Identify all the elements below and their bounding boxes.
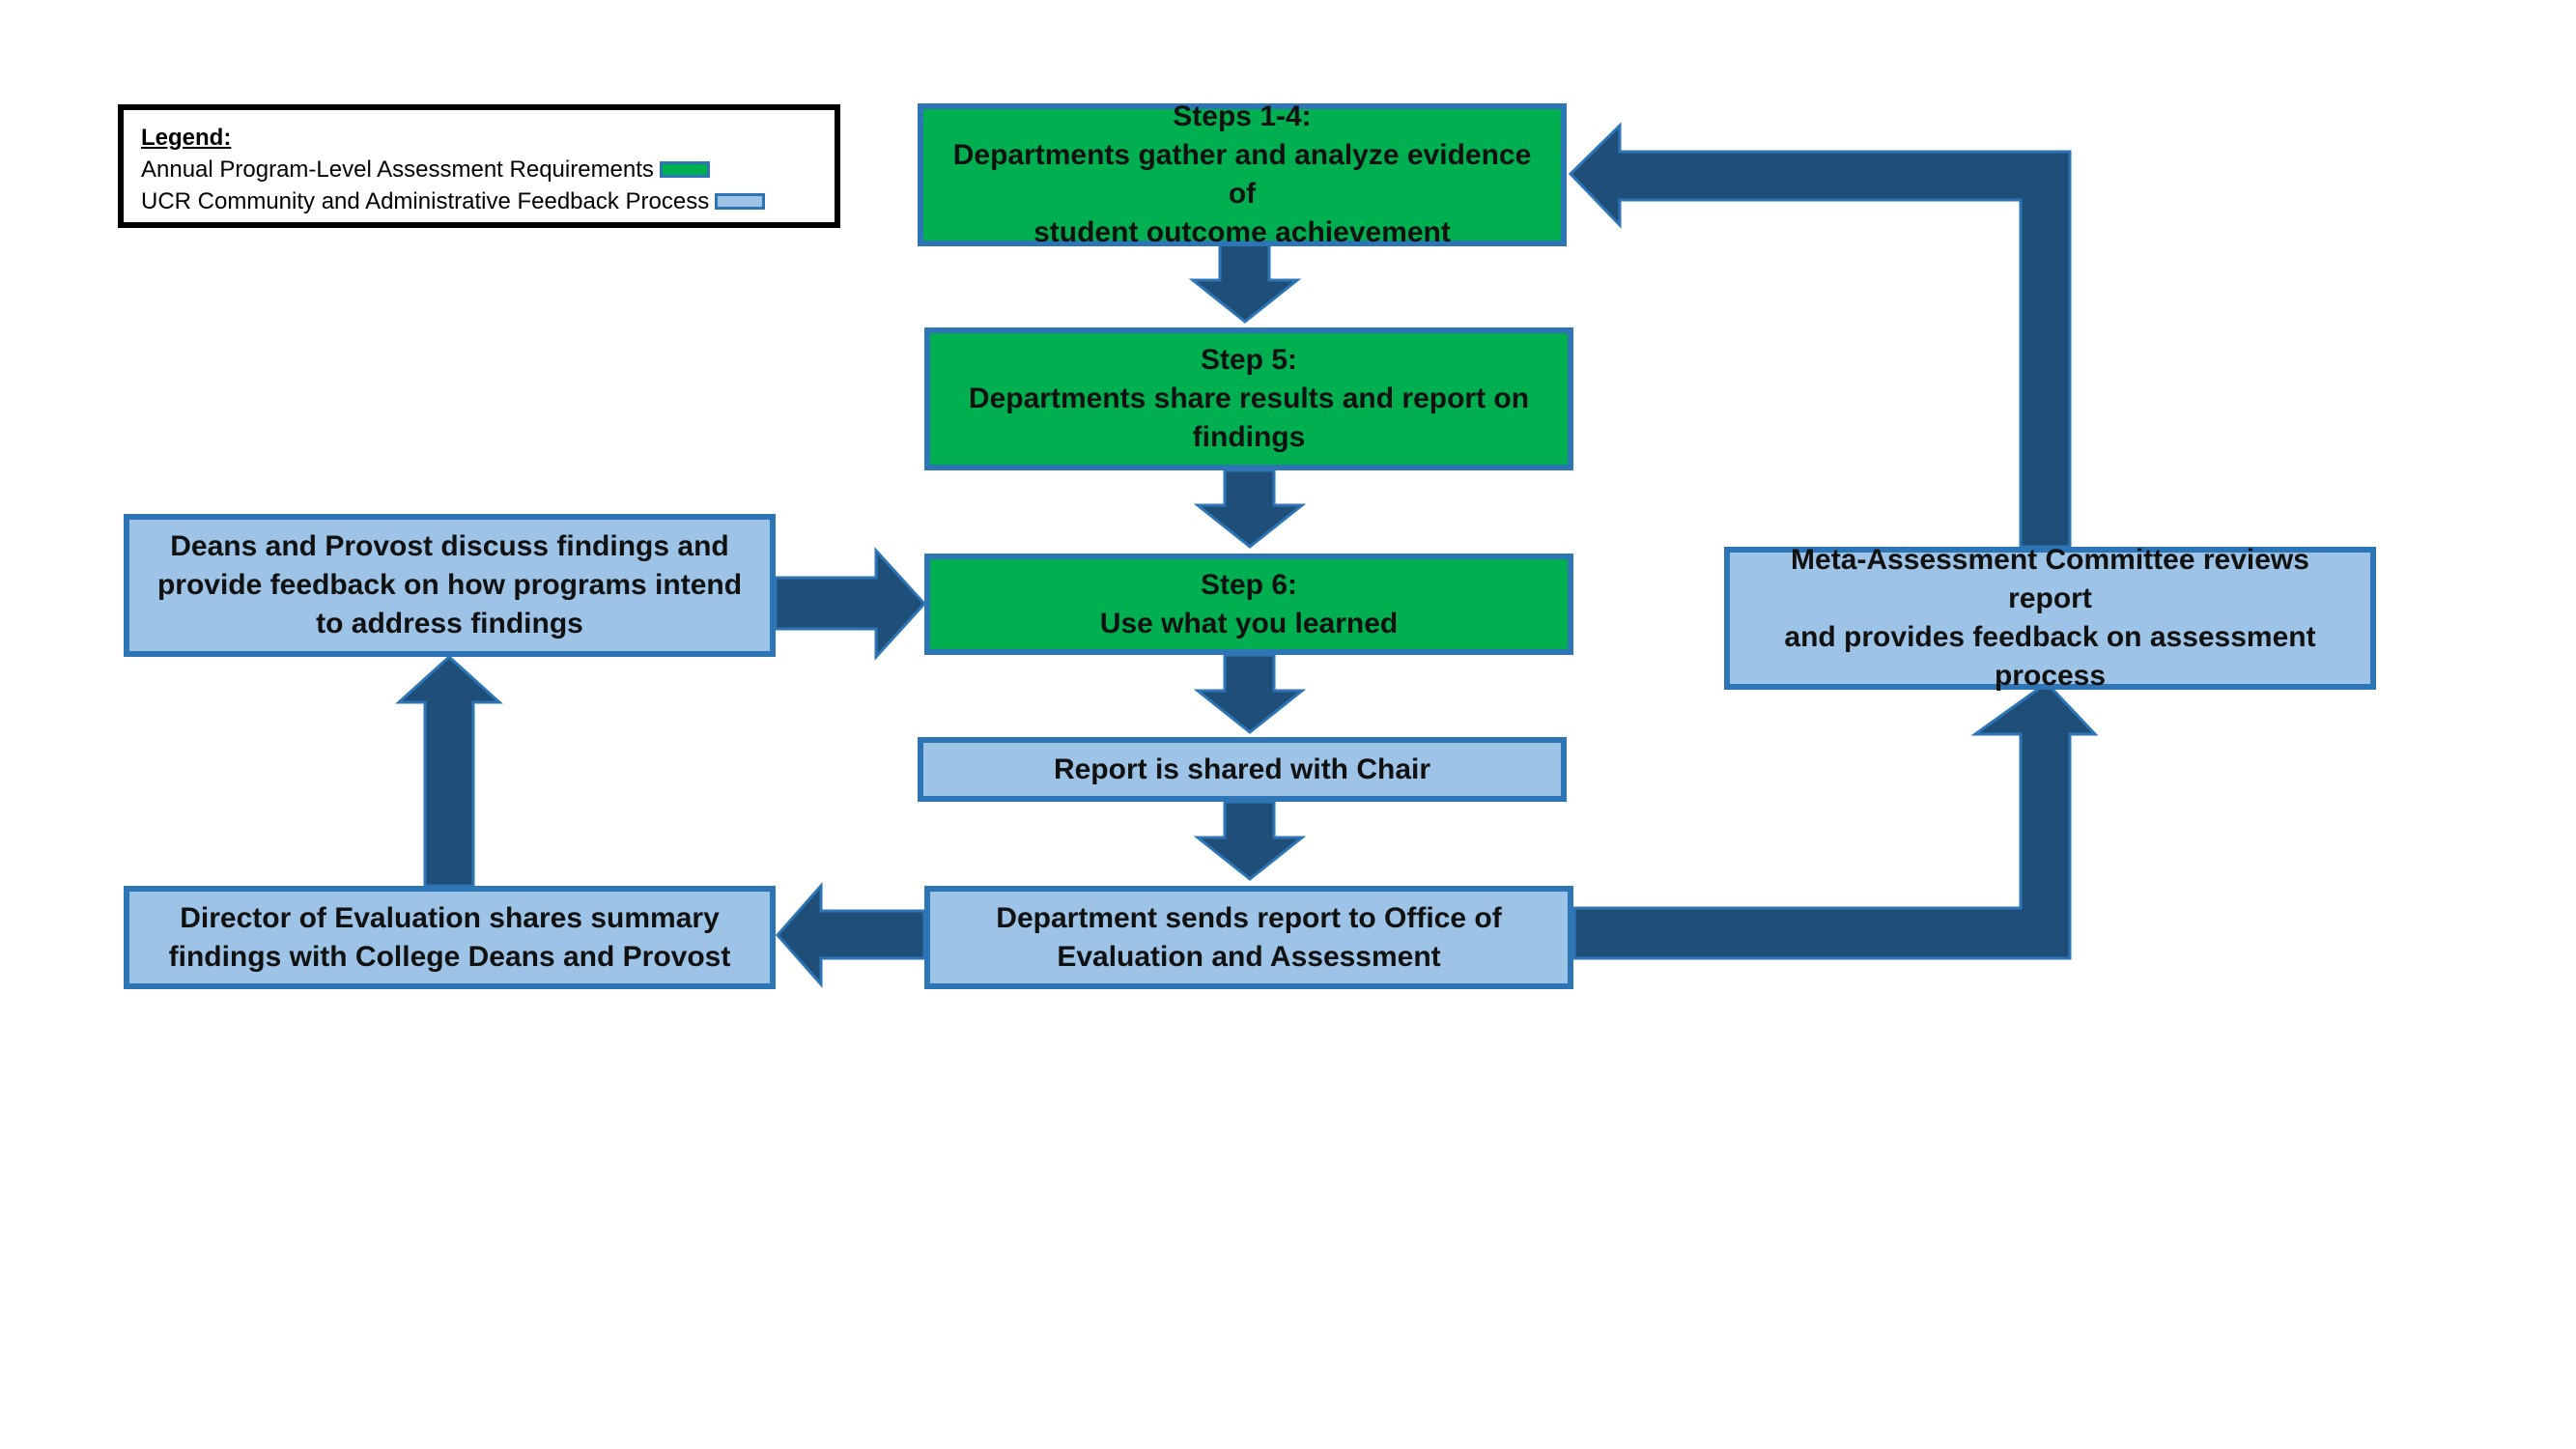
arrow-step5-to-step6	[1193, 469, 1307, 549]
arrow-meta-to-steps14	[1568, 122, 2072, 549]
legend-box: Legend: Annual Program-Level Assessment …	[118, 104, 840, 228]
node-line: Meta-Assessment Committee reviews report	[1791, 544, 2309, 614]
arrow-chair-to-dept	[1193, 800, 1307, 881]
node-line: process	[1994, 660, 2107, 692]
node-line: Use what you learned	[1099, 607, 1399, 639]
node-line: Departments share results and report on	[968, 383, 1530, 414]
arrow-dept-to-meta	[1572, 681, 2099, 960]
node-line: Department sends report to Office of	[996, 901, 1502, 934]
light-blue-swatch	[715, 193, 766, 210]
legend-item-label: UCR Community and Administrative Feedbac…	[141, 188, 710, 214]
legend-item-feedback: UCR Community and Administrative Feedbac…	[141, 185, 817, 217]
node-line: findings	[1192, 421, 1306, 453]
node-line: Evaluation and Assessment	[1057, 940, 1441, 973]
node-line: findings with College Deans and Provost	[168, 940, 731, 973]
arrow-director-to-deans	[395, 654, 503, 888]
legend-title: Legend:	[141, 125, 232, 151]
arrow-dept-to-director	[775, 882, 926, 988]
arrow-step6-to-chair	[1193, 653, 1307, 734]
node-line: Director of Evaluation shares summary	[180, 901, 720, 934]
node-deans-and-provost: Deans and Provost discuss findings and p…	[124, 514, 776, 657]
node-line: student outcome achievement	[1033, 216, 1451, 248]
node-report-shared-with-chair: Report is shared with Chair	[918, 737, 1567, 802]
node-line: provide feedback on how programs intend	[156, 569, 743, 601]
node-line: Report is shared with Chair	[1053, 753, 1431, 785]
node-line: Step 5:	[1200, 344, 1298, 376]
node-line: to address findings	[316, 608, 583, 639]
node-steps-1-4: Steps 1-4: Departments gather and analyz…	[918, 100, 1567, 248]
node-line: Steps 1-4:	[1173, 100, 1312, 132]
node-line: Departments gather and analyze evidence …	[952, 139, 1532, 210]
node-meta-assessment-committee: Meta-Assessment Committee reviews report…	[1724, 544, 2376, 692]
arrow-steps14-to-step5	[1188, 242, 1302, 324]
node-line: Step 6:	[1200, 568, 1298, 601]
green-swatch	[659, 161, 710, 178]
node-director-of-evaluation: Director of Evaluation shares summary fi…	[124, 886, 776, 989]
node-department-sends-report: Department sends report to Office of Eva…	[924, 886, 1573, 989]
node-step-5: Step 5: Departments share results and re…	[924, 327, 1573, 470]
arrow-deans-to-step6	[774, 547, 927, 661]
node-line: and provides feedback on assessment	[1784, 621, 2316, 653]
legend-item-requirements: Annual Program-Level Assessment Requirem…	[141, 154, 817, 185]
node-step-6: Step 6: Use what you learned	[924, 554, 1573, 655]
node-line: Deans and Provost discuss findings and	[170, 530, 729, 562]
legend-item-label: Annual Program-Level Assessment Requirem…	[141, 156, 654, 183]
